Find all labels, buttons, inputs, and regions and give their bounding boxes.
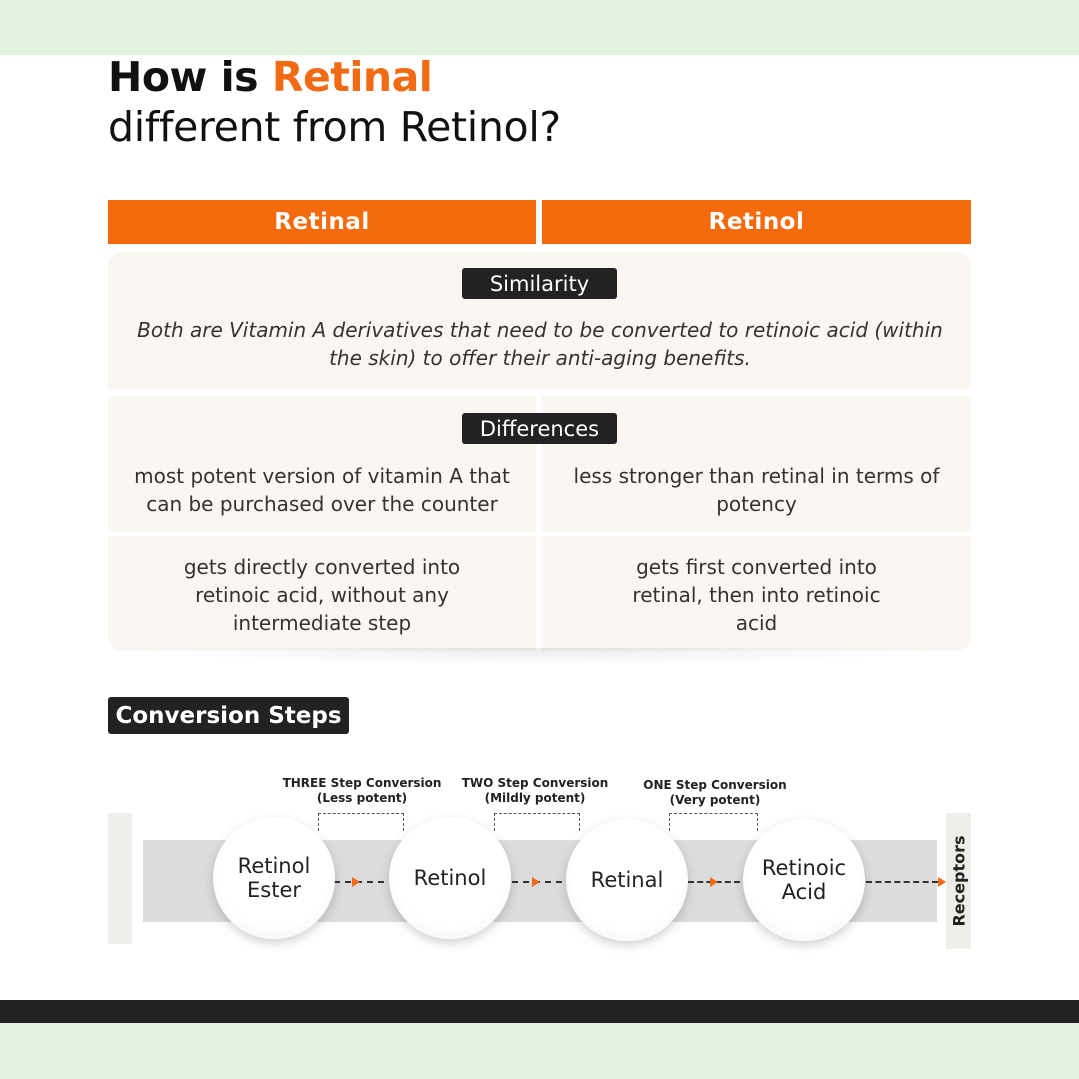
table-shadow <box>140 648 940 666</box>
flow-start-post <box>108 813 132 944</box>
bracket-three <box>318 813 404 831</box>
similarity-label: Similarity <box>462 268 617 299</box>
footer-dark-band <box>0 1000 1079 1023</box>
differences-label: Differences <box>462 413 617 444</box>
arrow-1-head <box>352 877 360 887</box>
receptors-label: Receptors <box>949 835 968 927</box>
top-band <box>0 0 1079 55</box>
step-label-two: TWO Step Conversion(Mildly potent) <box>461 776 609 805</box>
retinal-difference-2: gets directly converted into retinoic ac… <box>183 555 461 635</box>
node-retinol-ester: Retinol Ester <box>213 817 335 939</box>
bracket-one <box>669 813 758 831</box>
node-retinoic-acid: Retinoic Acid <box>743 819 865 941</box>
retinol-difference-1: less stronger than retinal in terms of p… <box>573 464 940 516</box>
bracket-two <box>494 813 580 831</box>
page-title: How is Retinal different from Retinol? <box>108 52 908 152</box>
arrow-3-head <box>710 877 718 887</box>
header-retinol: Retinol <box>542 200 971 244</box>
node-retinol: Retinol <box>389 817 511 939</box>
conversion-steps-label: Conversion Steps <box>108 697 349 734</box>
similarity-text: Both are Vitamin A derivatives that need… <box>137 318 943 370</box>
bottom-band <box>0 1023 1079 1079</box>
arrow-4-head <box>938 877 946 887</box>
step-label-one: ONE Step Conversion(Very potent) <box>643 778 787 807</box>
title-line2: different from Retinol? <box>108 103 561 151</box>
header-retinal: Retinal <box>108 200 536 244</box>
arrow-4 <box>866 881 938 883</box>
title-accent: Retinal <box>271 53 433 101</box>
retinol-difference-2: gets first converted into retinal, then … <box>632 555 881 635</box>
arrow-2-head <box>532 877 540 887</box>
difference-cell-retinal-2 <box>108 536 536 651</box>
receptors-post: Receptors <box>946 813 971 949</box>
title-prefix: How is <box>108 53 272 101</box>
node-retinal: Retinal <box>566 819 688 941</box>
retinal-difference-1: most potent version of vitamin A that ca… <box>134 464 510 516</box>
step-label-three: THREE Step Conversion(Less potent) <box>282 776 442 805</box>
difference-cell-retinol-2 <box>542 536 971 651</box>
